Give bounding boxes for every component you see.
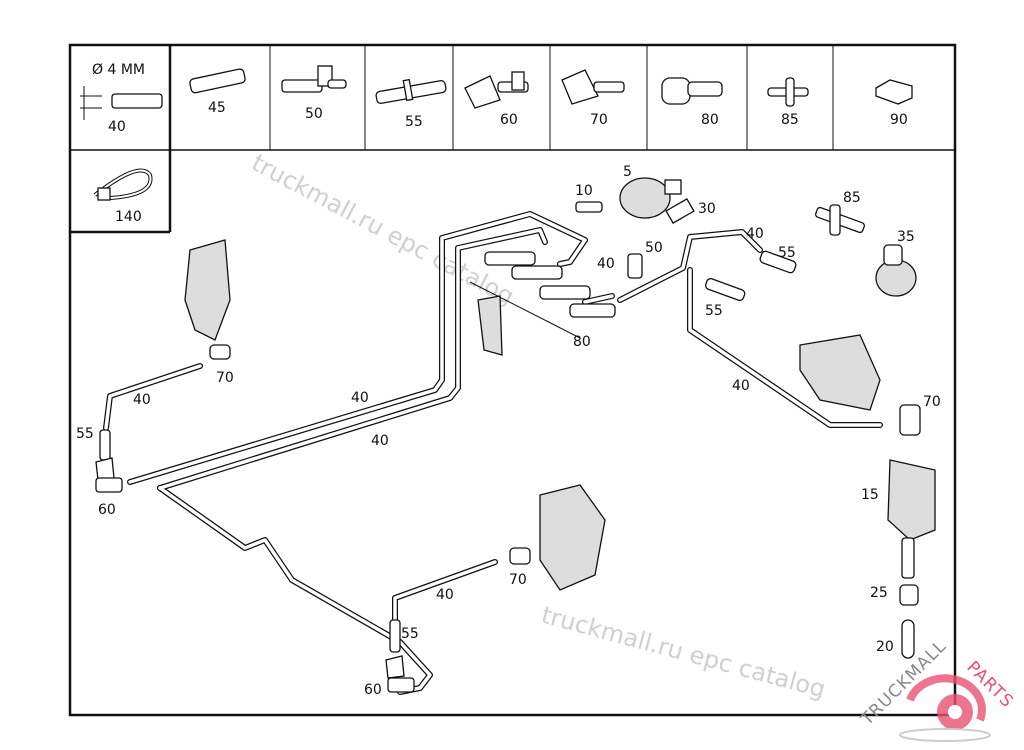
vacuum-tubes bbox=[103, 211, 883, 695]
filter-20 bbox=[901, 619, 915, 659]
callout: 70 bbox=[216, 370, 234, 386]
actuator-center bbox=[539, 484, 606, 591]
callout: 80 bbox=[573, 334, 591, 350]
callout: 60 bbox=[98, 502, 116, 518]
tube-icon bbox=[111, 93, 163, 109]
bracket bbox=[477, 295, 503, 356]
straight-connector-icon bbox=[375, 78, 447, 105]
cable-tie-icon bbox=[93, 168, 153, 201]
watermark-text: truckmall.ru epc catalog bbox=[538, 601, 828, 704]
connector-70-left bbox=[209, 344, 231, 360]
callout: 85 bbox=[843, 190, 861, 206]
large-connector-icon bbox=[661, 77, 723, 105]
callout: 40 bbox=[436, 587, 454, 603]
connector-70-right bbox=[899, 404, 921, 436]
legend-label: 90 bbox=[890, 112, 908, 128]
legend-label: 55 bbox=[405, 114, 423, 130]
legend-label: 140 bbox=[115, 209, 142, 225]
connector-60-bottom bbox=[385, 655, 415, 693]
fitting-25 bbox=[899, 584, 919, 606]
legend-label: 80 bbox=[701, 112, 719, 128]
callout: 40 bbox=[351, 390, 369, 406]
callout: 60 bbox=[364, 682, 382, 698]
callout: 20 bbox=[876, 639, 894, 655]
callout: 5 bbox=[623, 164, 632, 180]
callout: 15 bbox=[861, 487, 879, 503]
legend-label: 50 bbox=[305, 106, 323, 122]
elbow-connector-icon bbox=[281, 65, 347, 93]
tube-piece-icon bbox=[189, 68, 246, 94]
callout: 40 bbox=[746, 226, 764, 242]
t-connector-icon bbox=[767, 77, 809, 107]
legend-label: 40 bbox=[108, 119, 126, 135]
connector-55-mid bbox=[704, 277, 746, 302]
t-connector-85 bbox=[814, 204, 866, 236]
callout: 40 bbox=[732, 378, 750, 394]
screw-10 bbox=[575, 201, 603, 213]
callout: 70 bbox=[923, 394, 941, 410]
connector-60-left bbox=[95, 457, 123, 493]
lock-actuator-right bbox=[799, 334, 881, 411]
valve-35 bbox=[875, 244, 917, 297]
callout: 40 bbox=[371, 433, 389, 449]
callout: 35 bbox=[897, 229, 915, 245]
connector-55-bottom bbox=[389, 619, 401, 653]
callout: 55 bbox=[778, 245, 796, 261]
connector-set-80 bbox=[469, 251, 616, 339]
callout: 55 bbox=[401, 626, 419, 642]
diagram-frame bbox=[68, 43, 957, 717]
callout: 50 bbox=[645, 240, 663, 256]
diameter-label: Ø 4 MM bbox=[92, 62, 145, 78]
vacuum-pump-5 bbox=[619, 177, 682, 219]
callout: 70 bbox=[509, 572, 527, 588]
callout-labels: 5 10 30 40 55 85 35 50 40 55 80 70 40 40… bbox=[76, 164, 941, 698]
callout: 40 bbox=[597, 256, 615, 272]
connector-50 bbox=[627, 253, 643, 279]
connector-55-right bbox=[759, 250, 797, 274]
callout: 30 bbox=[698, 201, 716, 217]
callout: 10 bbox=[575, 183, 593, 199]
legend-label: 45 bbox=[208, 100, 226, 116]
callout: 25 bbox=[870, 585, 888, 601]
block-icon bbox=[875, 79, 913, 105]
cap-connector-icon bbox=[561, 69, 625, 105]
vacuum-actuator-left bbox=[184, 239, 231, 341]
callout: 55 bbox=[76, 426, 94, 442]
legend-label: 60 bbox=[500, 112, 518, 128]
dimension-arrow-icon bbox=[80, 86, 102, 120]
connector-70-center bbox=[509, 547, 531, 565]
legend-label: 70 bbox=[590, 112, 608, 128]
legend-label: 85 bbox=[781, 112, 799, 128]
vacuum-reservoir-15 bbox=[887, 459, 936, 579]
connector-55-left bbox=[99, 429, 111, 461]
callout: 40 bbox=[133, 392, 151, 408]
callout: 55 bbox=[705, 303, 723, 319]
cap-elbow-icon bbox=[464, 71, 529, 109]
legend-table bbox=[70, 45, 955, 234]
clip-30 bbox=[665, 198, 695, 224]
